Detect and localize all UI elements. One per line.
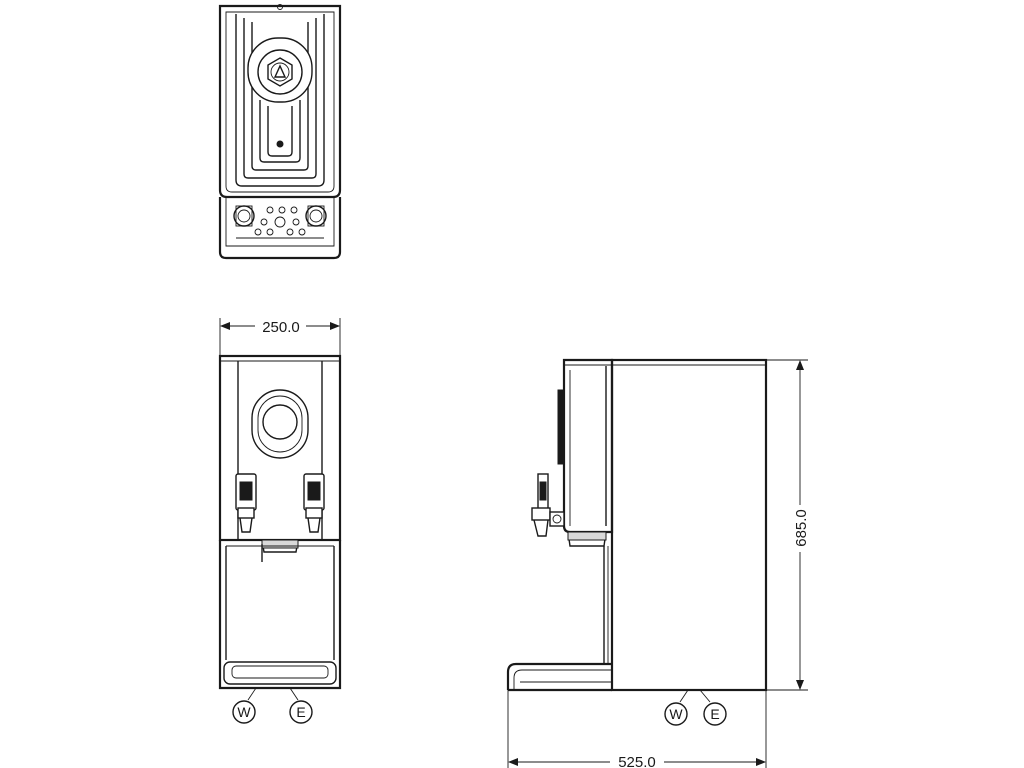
- filler-cap: [247, 37, 313, 103]
- water-connection-label: W: [237, 704, 251, 720]
- left-tap: [235, 473, 257, 533]
- front-view: 250.0: [218, 318, 342, 724]
- top-ribs: [235, 14, 325, 187]
- drip-tray: [223, 661, 337, 685]
- electric-connection-label: E: [296, 704, 305, 720]
- height-dimension: 685.0: [793, 509, 810, 547]
- top-view: [218, 4, 342, 260]
- top-fittings: [233, 205, 327, 239]
- depth-dimension: 525.0: [618, 754, 656, 768]
- width-dimension: 250.0: [262, 319, 300, 336]
- side-water-connection-label: W: [669, 706, 683, 722]
- right-tap: [303, 473, 325, 533]
- sight-window: [251, 389, 309, 459]
- side-view: 685.0 525.0 W E: [506, 358, 810, 768]
- side-electric-connection-label: E: [710, 706, 719, 722]
- side-tap: [531, 473, 565, 537]
